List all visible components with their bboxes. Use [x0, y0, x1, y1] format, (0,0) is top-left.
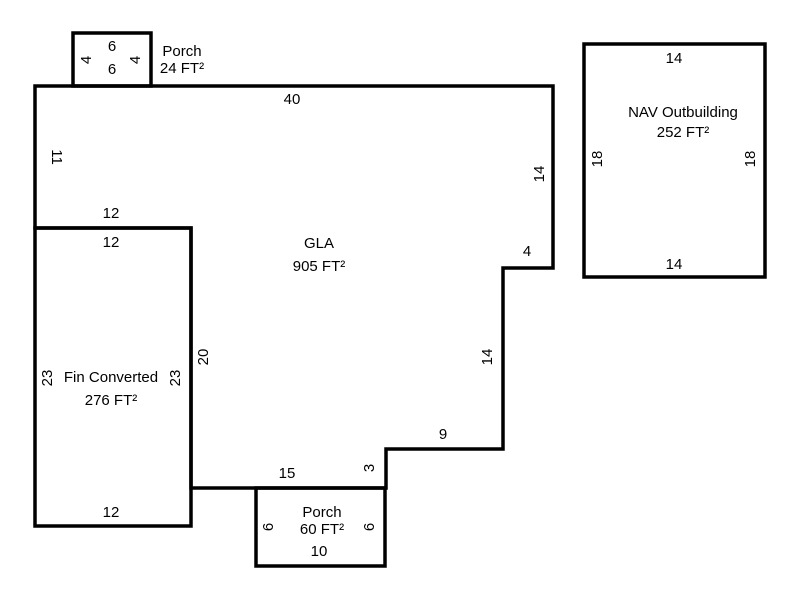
gla-name: GLA	[304, 235, 334, 252]
porch-bottom-area: 6 6 10 Porch 60 FT²	[260, 504, 378, 560]
gla-dim-notch: 3	[361, 464, 378, 472]
porch-bottom-dim-right: 6	[361, 523, 378, 531]
porch-bottom-dim-left: 6	[260, 523, 277, 531]
outbuilding-area: 14 14 18 18 NAV Outbuilding 252 FT²	[589, 50, 759, 273]
gla-outline	[33, 84, 555, 490]
porch-bottom-dim-bottom: 10	[311, 543, 328, 560]
outbuilding-dim-top: 14	[666, 50, 683, 67]
outbuilding-area-value: 252 FT²	[657, 124, 710, 141]
porch-top-dim-left: 4	[78, 56, 95, 64]
porch-top-area-value: 24 FT²	[160, 60, 204, 77]
porch-bottom-area-value: 60 FT²	[300, 521, 344, 538]
porch-bottom-outline	[254, 486, 387, 568]
fin-converted-dim-right: 23	[167, 370, 184, 387]
fin-converted-outline	[33, 226, 193, 528]
porch-top-outline	[71, 31, 153, 88]
outbuilding-dim-right: 18	[742, 151, 759, 168]
outbuilding-dim-bottom: 14	[666, 256, 683, 273]
gla-area: 40 11 14 4 14 9 3 15 12 20 GLA 905 FT²	[48, 91, 548, 482]
fin-converted-dim-left: 23	[39, 370, 56, 387]
gla-dim-step-bottom: 9	[439, 426, 447, 443]
gla-dim-top: 40	[284, 91, 301, 108]
fin-converted-name: Fin Converted	[64, 369, 158, 386]
porch-top-dim-right: 4	[127, 56, 144, 64]
porch-top-dim-bottom: 6	[108, 61, 116, 78]
outbuilding-dim-left: 18	[589, 151, 606, 168]
porch-top-area: 6 6 4 4 Porch 24 FT²	[78, 38, 204, 78]
gla-area-value: 905 FT²	[293, 258, 346, 275]
outbuilding-name: NAV Outbuilding	[628, 104, 738, 121]
gla-dim-ell-side: 20	[195, 349, 212, 366]
fin-converted-area: 12 12 23 23 Fin Converted 276 FT²	[39, 234, 184, 521]
porch-top-name: Porch	[162, 43, 201, 60]
gla-dim-left: 11	[48, 149, 65, 165]
gla-dim-right-upper: 14	[531, 166, 548, 183]
fin-converted-dim-top: 12	[103, 234, 120, 251]
gla-dim-right-lower: 14	[479, 349, 496, 366]
outbuilding-outline	[582, 42, 767, 279]
porch-bottom-name: Porch	[302, 504, 341, 521]
fin-converted-area-value: 276 FT²	[85, 392, 138, 409]
gla-dim-bottom: 15	[279, 465, 296, 482]
fin-converted-dim-bottom: 12	[103, 504, 120, 521]
gla-dim-step-right: 4	[523, 243, 531, 260]
gla-dim-ell-top: 12	[103, 205, 120, 222]
porch-top-dim-top: 6	[108, 38, 116, 55]
